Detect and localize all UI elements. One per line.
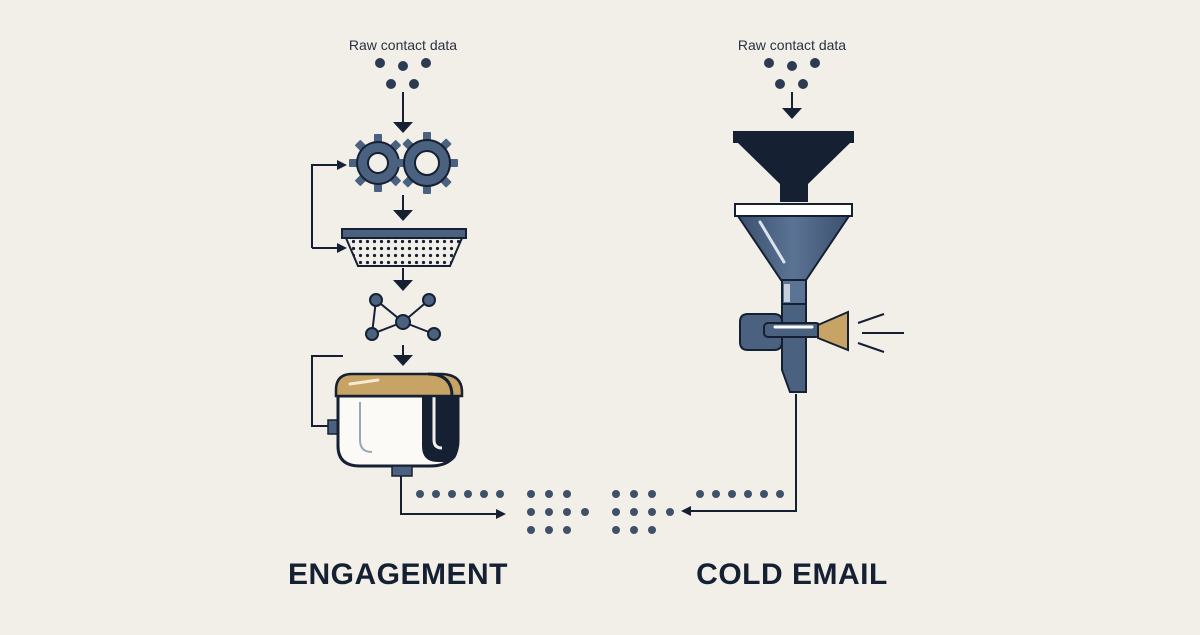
input-dots-left <box>375 58 431 89</box>
flow-line-right <box>681 394 797 516</box>
spray-nozzle-icon <box>739 303 904 393</box>
network-node-icon <box>365 293 441 341</box>
engagement-title: ENGAGEMENT <box>287 558 508 591</box>
arrow-down-icon <box>393 280 413 291</box>
arrow-down-icon <box>782 108 802 119</box>
vat-container-icon <box>311 355 464 477</box>
arrow-down-icon <box>393 122 413 133</box>
dot-trail-right <box>696 490 784 498</box>
cold-email-title: COLD EMAIL <box>696 558 888 591</box>
input-dots-right <box>764 58 820 89</box>
input-label-right: Raw contact data <box>737 37 847 53</box>
arrow-down-icon <box>393 355 413 366</box>
dot-trail-left <box>416 490 504 498</box>
funnel-icon <box>733 131 854 202</box>
flow-line-left <box>400 476 506 519</box>
input-label-left: Raw contact data <box>348 37 458 53</box>
center-dots-left <box>527 490 589 534</box>
funnel-hopper-icon <box>734 203 853 305</box>
gears-icon <box>349 132 458 194</box>
arrow-down-icon <box>393 210 413 221</box>
center-dots-right <box>612 490 674 534</box>
sieve-icon <box>341 228 467 267</box>
